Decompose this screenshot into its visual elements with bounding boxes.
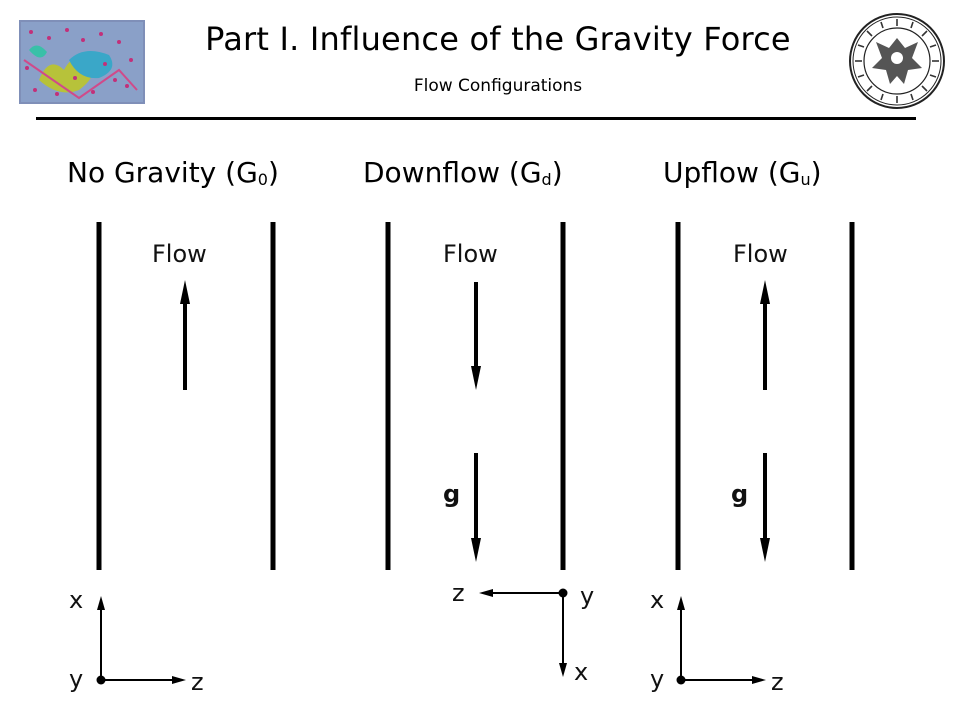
flow-label: Flow bbox=[733, 240, 788, 268]
coordinate-axes: x y z bbox=[650, 586, 784, 696]
case-title-close: ) bbox=[551, 156, 563, 189]
case-title-no-gravity: No Gravity (G0) bbox=[67, 156, 279, 189]
case-panel-upflow: Flow g x y z bbox=[650, 222, 855, 696]
axis-label-z: z bbox=[771, 668, 784, 696]
flow-label: Flow bbox=[443, 240, 498, 268]
axis-label-x: x bbox=[574, 658, 588, 686]
gravity-arrow-down bbox=[760, 453, 770, 562]
simulation-thumbnail-icon bbox=[19, 20, 145, 104]
gravity-label: g bbox=[731, 480, 748, 508]
case-title-text: Upflow (G bbox=[663, 156, 801, 189]
case-title-downflow: Downflow (Gd) bbox=[363, 156, 563, 189]
axis-label-x: x bbox=[650, 586, 664, 614]
case-title-close: ) bbox=[810, 156, 822, 189]
coordinate-axes: x y z bbox=[69, 586, 204, 696]
page-subtitle: Flow Configurations bbox=[413, 76, 583, 96]
page-title: Part I. Influence of the Gravity Force bbox=[205, 20, 791, 58]
coordinate-axes: z y x bbox=[452, 579, 594, 686]
case-title-text: Downflow (G bbox=[363, 156, 542, 189]
case-title-subscript: 0 bbox=[257, 170, 268, 189]
case-title-upflow: Upflow (Gu) bbox=[663, 156, 822, 189]
case-panel-downflow: Flow g z y x bbox=[385, 222, 594, 686]
header-divider bbox=[36, 117, 916, 120]
case-panel-no-gravity: Flow x y z bbox=[69, 222, 276, 696]
axis-label-x: x bbox=[69, 586, 83, 614]
university-seal-icon bbox=[849, 13, 945, 109]
axis-label-z: z bbox=[452, 579, 465, 607]
case-title-text: No Gravity (G bbox=[67, 156, 258, 189]
flow-arrow-up bbox=[180, 280, 190, 390]
case-title-close: ) bbox=[267, 156, 279, 189]
axis-label-z: z bbox=[191, 668, 204, 696]
flow-arrow-down bbox=[471, 282, 481, 390]
flow-arrow-up bbox=[760, 280, 770, 390]
case-title-subscript: u bbox=[800, 170, 811, 189]
flow-label: Flow bbox=[152, 240, 207, 268]
axis-label-y: y bbox=[69, 665, 83, 693]
axis-label-y: y bbox=[650, 665, 664, 693]
gravity-label: g bbox=[443, 480, 460, 508]
case-title-subscript: d bbox=[541, 170, 552, 189]
axis-label-y: y bbox=[580, 582, 594, 610]
gravity-arrow-down bbox=[471, 453, 481, 562]
